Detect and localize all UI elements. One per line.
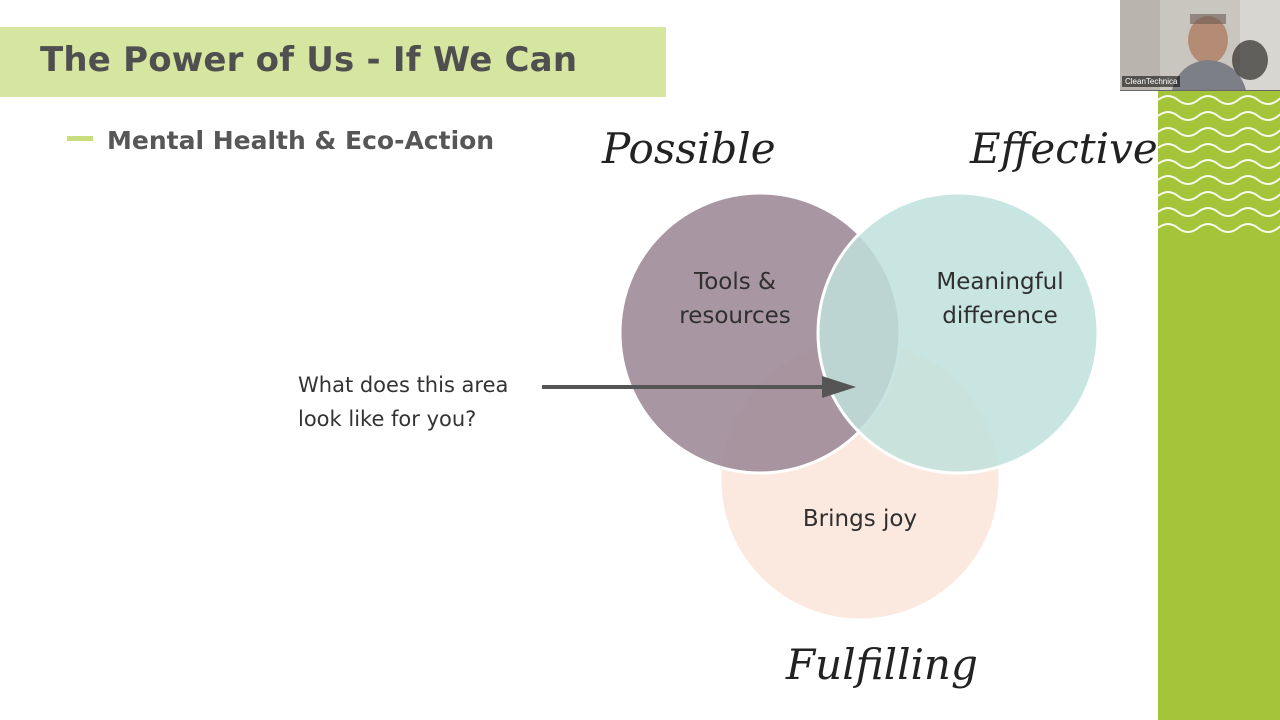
venn-label-joy: Brings joy	[802, 506, 918, 532]
wave-pattern-graphic	[1158, 95, 1280, 233]
venn-label-tools: Tools & resources	[660, 265, 810, 333]
participant-name: CleanTechnica	[1122, 76, 1181, 87]
bullet-marker	[67, 136, 93, 141]
venn-heading-fulfilling: Fulfilling	[786, 640, 978, 689]
venn-label-tools-line1: Tools &	[694, 269, 776, 295]
venn-label-meaningful-line1: Meaningful	[936, 269, 1064, 295]
venn-heading-effective: Effective	[970, 124, 1158, 173]
venn-label-meaningful-line2: difference	[942, 303, 1058, 329]
venn-circle-effective	[816, 191, 1100, 475]
venn-label-meaningful: Meaningful difference	[920, 265, 1080, 333]
wave-pattern	[1158, 92, 1280, 242]
arrow-head-icon	[822, 376, 856, 398]
participant-avatar	[1120, 0, 1280, 90]
title-bar	[0, 27, 666, 97]
bullet-text: Mental Health & Eco-Action	[107, 126, 495, 155]
question-line2: look like for you?	[298, 407, 477, 431]
question-line1: What does this area	[298, 373, 509, 397]
venn-heading-possible: Possible	[602, 124, 776, 173]
participant-video[interactable]	[1120, 0, 1280, 91]
accent-band	[1158, 0, 1280, 720]
slide-title: The Power of Us - If We Can	[40, 40, 578, 80]
venn-diagram	[542, 191, 1100, 622]
venn-label-tools-line2: resources	[679, 303, 791, 329]
question-text: What does this area look like for you?	[298, 368, 558, 436]
